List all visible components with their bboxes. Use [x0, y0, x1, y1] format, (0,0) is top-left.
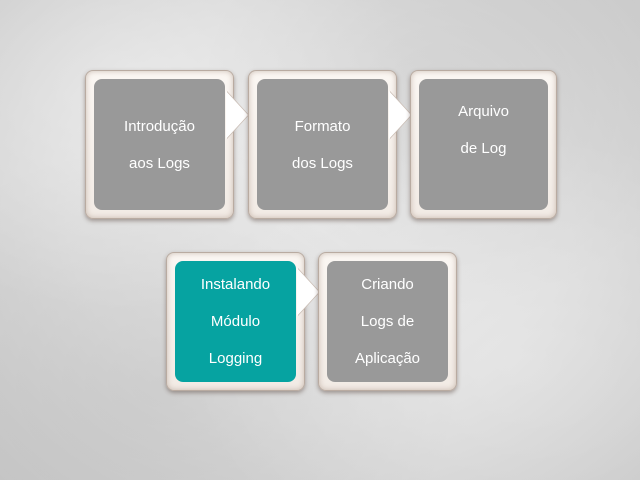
step-label-line: Formato	[294, 117, 351, 135]
step-box-active: Instalando Módulo Logging	[175, 261, 296, 382]
step-box: Arquivo de Log	[419, 79, 548, 210]
step-instalando-modulo-logging: Instalando Módulo Logging	[166, 252, 305, 391]
step-label-line: Aplicação	[354, 350, 421, 367]
step-label-line: Logs de	[360, 313, 415, 330]
step-formato-dos-logs: Formato dos Logs	[248, 70, 397, 219]
step-label-line: de Log	[460, 140, 507, 157]
step-label-line: Logging	[208, 350, 263, 367]
step-label-line: dos Logs	[292, 154, 353, 172]
step-box: Criando Logs de Aplicação	[327, 261, 448, 382]
arrow-connector	[226, 91, 248, 139]
step-label-line: Criando	[361, 276, 414, 293]
step-criando-logs-de-aplicacao: Criando Logs de Aplicação	[318, 252, 457, 391]
step-box: Formato dos Logs	[257, 79, 388, 210]
step-label-line: Introdução	[124, 117, 195, 135]
step-label-line: Arquivo	[458, 103, 509, 120]
step-label-line: Módulo	[210, 313, 261, 330]
arrow-connector	[297, 268, 319, 316]
step-box: Introdução aos Logs	[94, 79, 225, 210]
step-introducao-aos-logs: Introdução aos Logs	[85, 70, 234, 219]
step-arquivo-de-log: Arquivo de Log	[410, 70, 557, 219]
step-label-line: Instalando	[200, 276, 271, 293]
step-label-line: aos Logs	[129, 154, 190, 172]
arrow-connector	[389, 91, 411, 139]
